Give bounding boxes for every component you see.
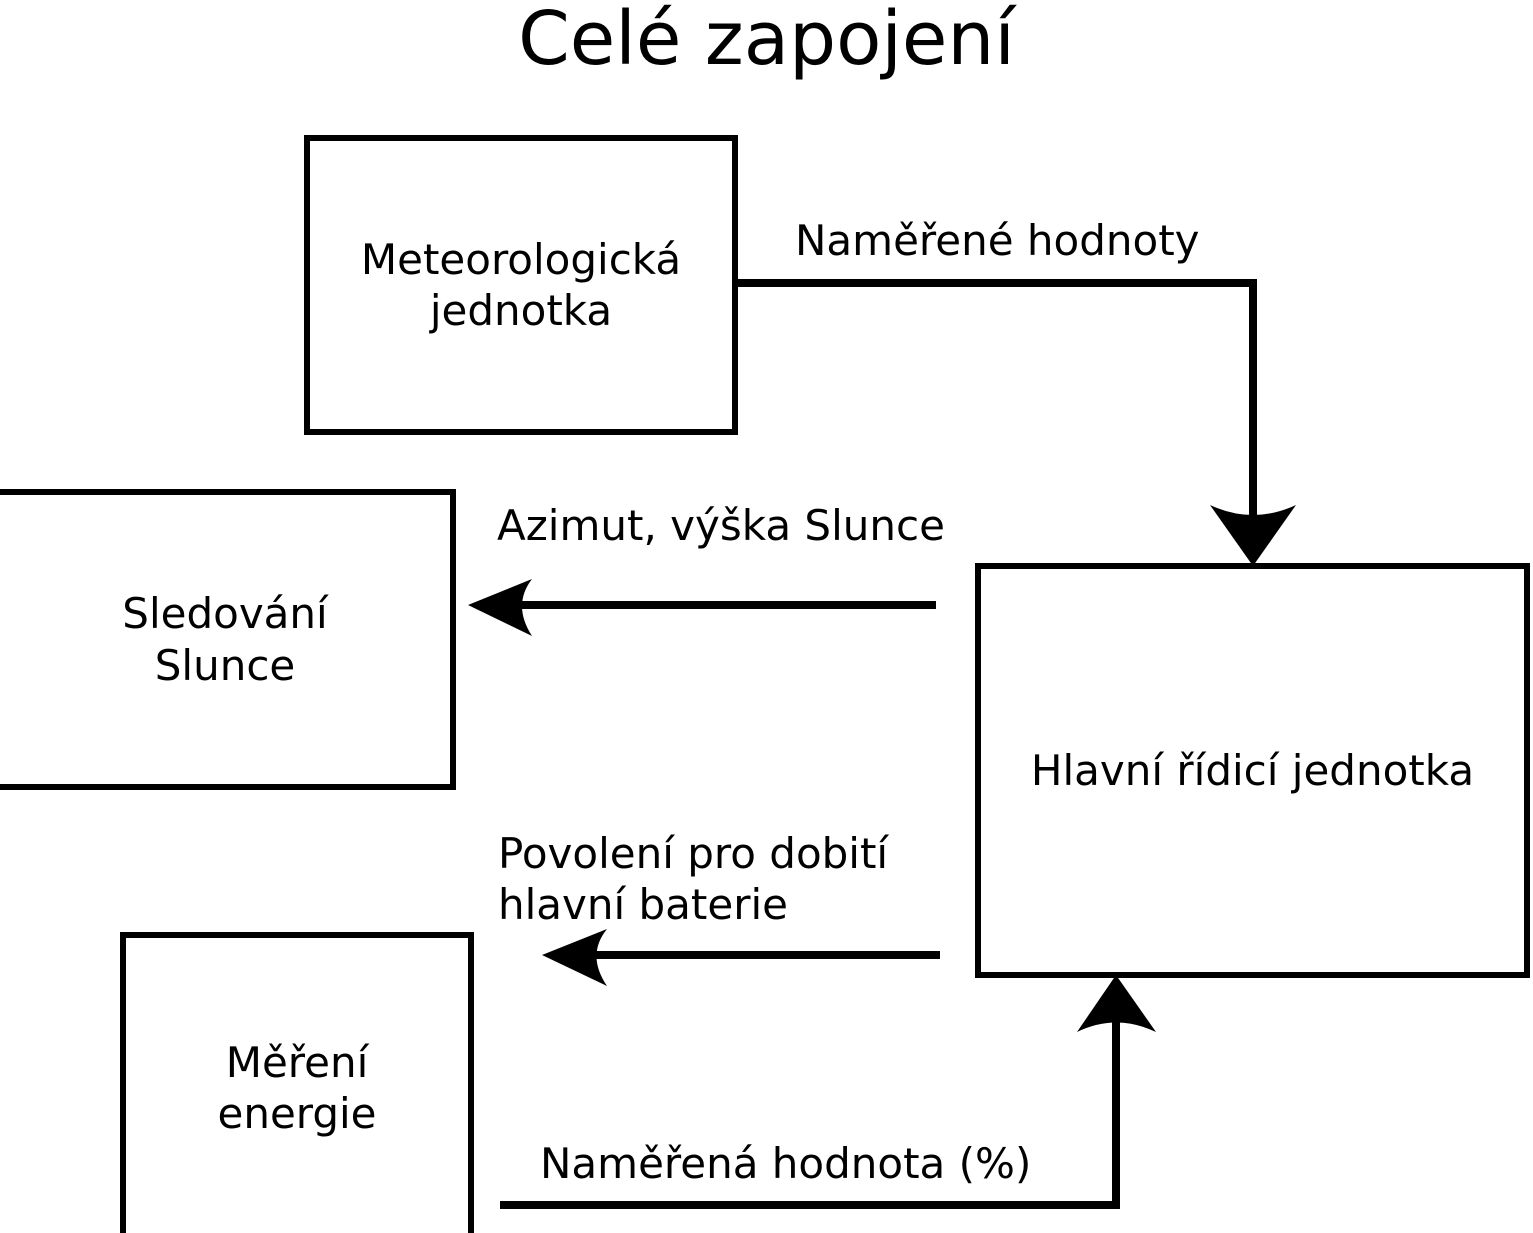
edge-label-measured-percent: Naměřená hodnota (%) bbox=[540, 1139, 1032, 1188]
node-energy-measurement-label: Měření energie bbox=[217, 1037, 377, 1138]
node-main-control-unit-label: Hlavní řídicí jednotka bbox=[1030, 745, 1475, 795]
node-meteorological-unit-label: Meteorologická jednotka bbox=[360, 234, 682, 335]
edge-label-azimuth: Azimut, výška Slunce bbox=[497, 501, 945, 550]
node-sun-tracking-label: Sledování Slunce bbox=[122, 589, 328, 690]
node-energy-measurement[interactable]: Měření energie bbox=[120, 932, 474, 1233]
edge-label-measured-values: Naměřené hodnoty bbox=[795, 216, 1200, 265]
page-title: Celé zapojení bbox=[518, 0, 1015, 82]
node-meteorological-unit[interactable]: Meteorologická jednotka bbox=[304, 135, 738, 435]
node-sun-tracking[interactable]: Sledování Slunce bbox=[0, 489, 456, 790]
connector-azimuth bbox=[468, 579, 936, 636]
edge-label-charge-permission: Povolení pro dobití hlavní baterie bbox=[498, 829, 889, 930]
node-main-control-unit[interactable]: Hlavní řídicí jednotka bbox=[975, 563, 1530, 978]
connector-charge-permission bbox=[542, 929, 940, 986]
